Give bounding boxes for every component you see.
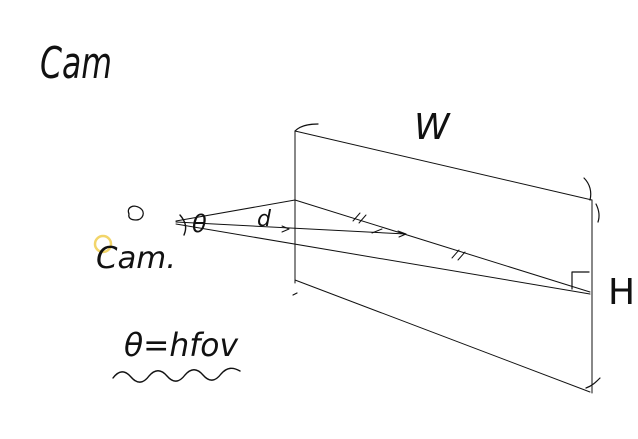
camera-origin: θ Cam.: [93, 205, 207, 276]
ray-plane-center: [294, 199, 591, 293]
equal-tick-2: [451, 249, 466, 261]
distance-label: d: [257, 207, 272, 232]
arrow-tail-mark: [371, 228, 383, 234]
plane-bottom-edge: [294, 279, 591, 393]
corner-mark-bottom-left: [292, 292, 298, 296]
ray-center: [175, 221, 407, 235]
plane-top-edge: [294, 130, 593, 201]
image-plane: [292, 123, 601, 394]
camera-marker: [127, 205, 144, 221]
formula-wavy-underline: [112, 367, 241, 383]
ray-to-bottom: [175, 223, 591, 295]
height-label: H: [608, 272, 635, 313]
corner-mark-top-left: [294, 123, 319, 132]
angle-label: θ: [192, 210, 207, 238]
arrow-head-1: [281, 225, 290, 233]
corner-mark-bottom-right: [585, 377, 601, 389]
camera-highlight: [93, 234, 113, 254]
right-angle-marker: [571, 271, 590, 290]
title: Cam: [40, 38, 112, 89]
equal-tick-1: [352, 212, 367, 224]
ray-to-top: [175, 199, 296, 222]
angle-arc: [179, 214, 187, 236]
camera-rays: [175, 199, 591, 295]
camera-label: Cam.: [96, 241, 176, 276]
corner-mark-top-right: [583, 177, 592, 201]
formula: θ=hfov: [124, 326, 239, 364]
corner-mark-right-top: [595, 203, 600, 223]
arrow-head-2: [397, 230, 407, 238]
width-label: W: [414, 107, 451, 148]
